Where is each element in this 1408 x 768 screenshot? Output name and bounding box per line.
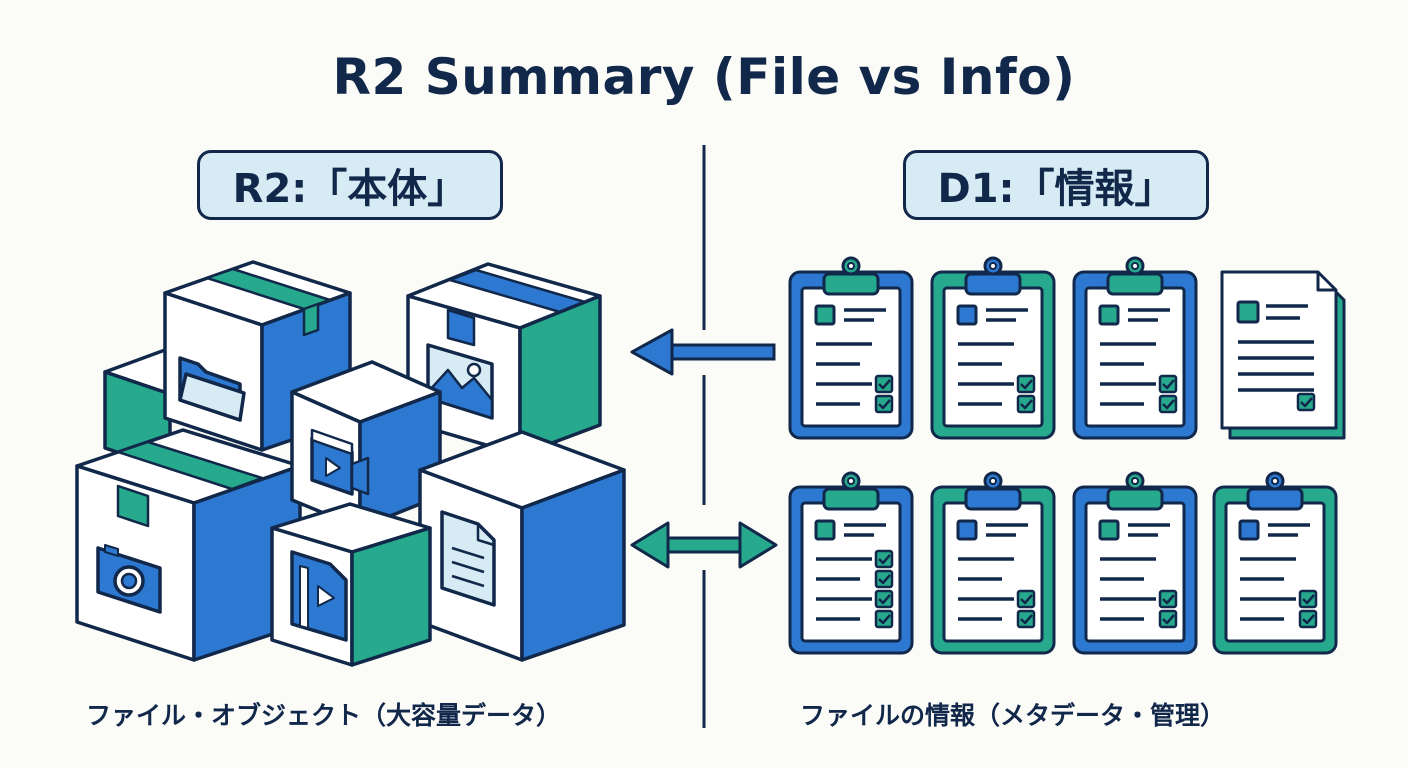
- d1-label: D1:「情報」: [903, 150, 1209, 220]
- clipboard-icon: [788, 256, 914, 440]
- document-icon: [440, 510, 496, 607]
- clipboard-grid: [788, 256, 1346, 655]
- clipboard-icon: [930, 471, 1056, 655]
- d1-caption: ファイルの情報（メタデータ・管理）: [800, 701, 1226, 730]
- clipboard-icon: [930, 256, 1056, 440]
- clipboard-icon: [1212, 471, 1338, 655]
- double-arrow-icon: [630, 521, 778, 569]
- box-camera: [75, 428, 302, 662]
- box-video-file: [270, 502, 432, 667]
- folder-icon: [178, 356, 246, 422]
- camera-icon: [96, 544, 162, 614]
- r2-caption: ファイル・オブジェクト（大容量データ）: [86, 701, 562, 730]
- box-document: [418, 430, 626, 662]
- image-icon: [426, 343, 494, 420]
- clipboard-icon: [1072, 256, 1198, 440]
- document-stack-icon: [1220, 270, 1346, 440]
- clipboard-icon: [1072, 471, 1198, 655]
- box-video-camera: [290, 360, 442, 530]
- page-title: R2 Summary (File vs Info): [332, 48, 1076, 106]
- video-file-icon: [290, 550, 348, 642]
- video-camera-icon: [310, 428, 370, 496]
- d1-label-text: D1:「情報」: [937, 166, 1175, 212]
- r2-label-text: R2:「本体」: [232, 166, 468, 212]
- r2-label: R2:「本体」: [197, 150, 503, 220]
- clipboard-icon: [788, 471, 914, 655]
- arrow-left-icon: [630, 328, 776, 376]
